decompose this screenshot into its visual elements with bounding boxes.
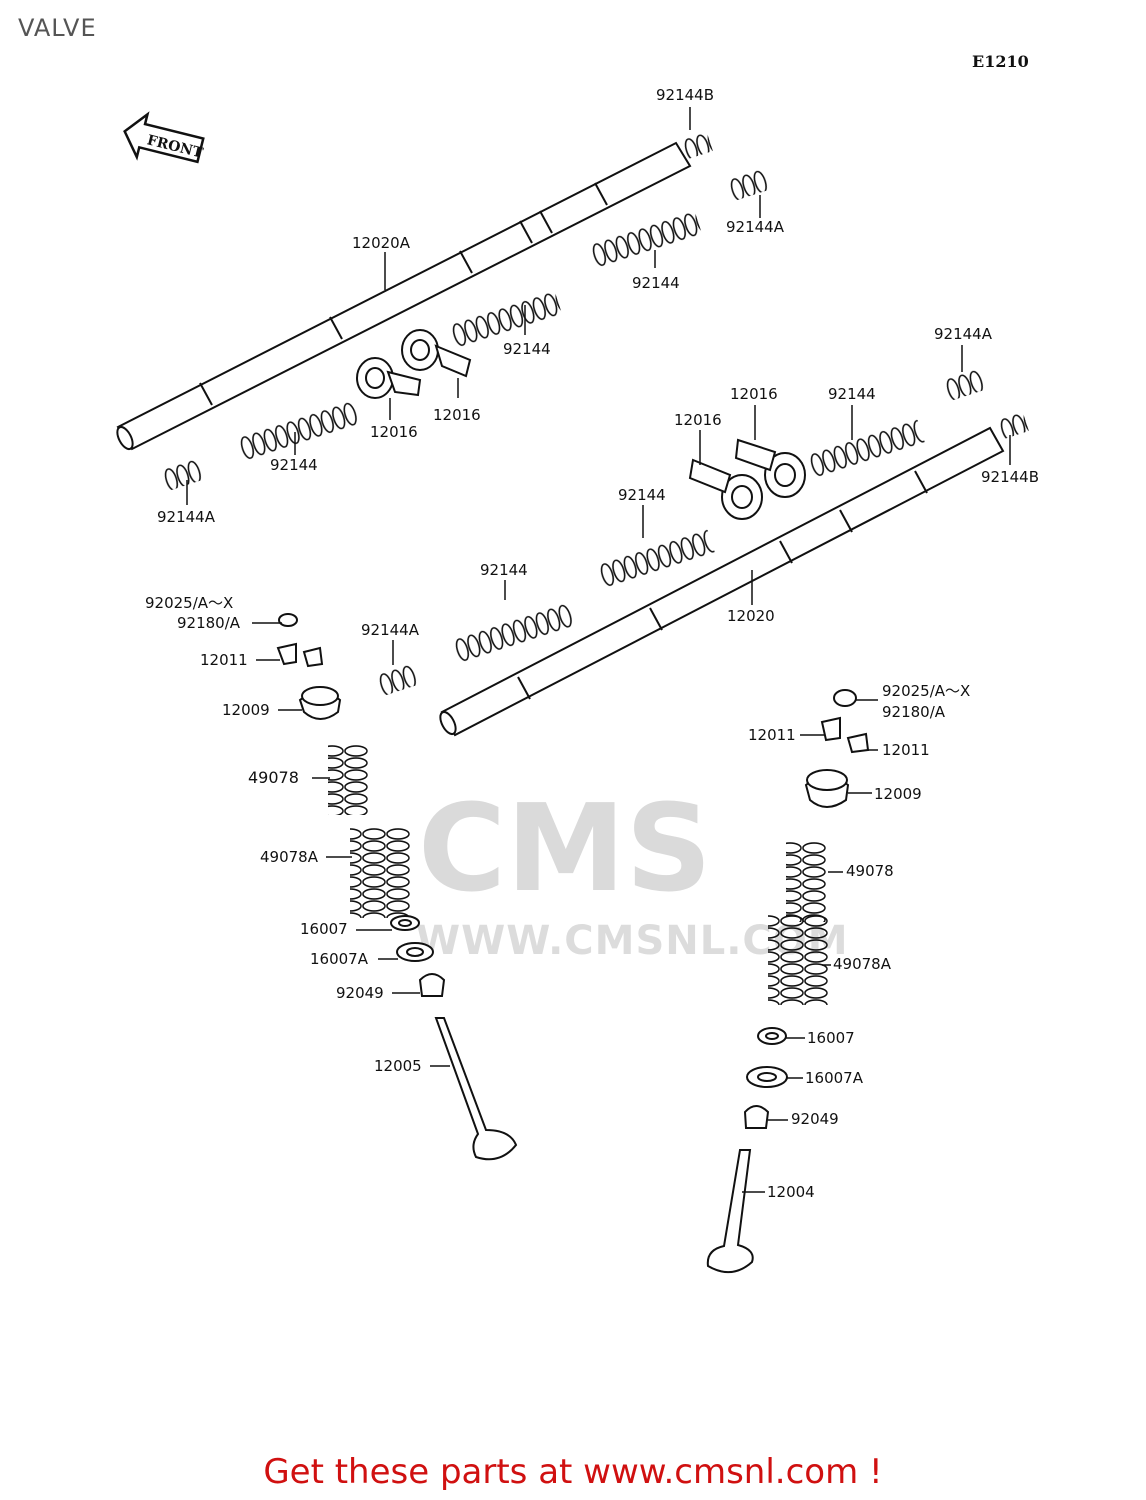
part-label: 12011 <box>748 726 796 744</box>
valve-assembly-left <box>276 613 518 1161</box>
part-label: 12016 <box>433 406 481 424</box>
part-label: 92144A <box>157 508 215 526</box>
part-label: 16007 <box>300 920 348 938</box>
part-label: 92144 <box>270 456 318 474</box>
rocker-shaft-12020 <box>439 426 1005 737</box>
part-label: 92144B <box>981 468 1040 486</box>
shaft-spring <box>238 211 925 663</box>
part-label: 92180/A <box>177 614 241 632</box>
part-label: 12016 <box>674 411 722 429</box>
part-label: 49078 <box>846 862 894 880</box>
promo-link[interactable]: Get these parts at www.cmsnl.com ! <box>263 1452 883 1492</box>
part-label: 12016 <box>370 423 418 441</box>
part-label: 92049 <box>791 1110 839 1128</box>
part-label: 92144 <box>632 274 680 292</box>
part-label: 49078 <box>248 768 299 787</box>
part-label: 12020 <box>727 607 775 625</box>
part-label: 92049 <box>336 984 384 1002</box>
page-title: VALVE <box>18 14 97 42</box>
front-arrow-icon: FRONT <box>123 111 205 164</box>
leader-lines <box>186 107 1011 1193</box>
part-label: 12004 <box>767 1183 815 1201</box>
part-label: 92144 <box>480 561 528 579</box>
part-label: 92144 <box>618 486 666 504</box>
part-label: 49078A <box>260 848 318 866</box>
part-label: 12011 <box>200 651 248 669</box>
part-label: 16007 <box>807 1029 855 1047</box>
part-label: 16007A <box>310 950 368 968</box>
part-label: 92144A <box>726 218 784 236</box>
part-label: 92144 <box>503 340 551 358</box>
part-label: 12020A <box>352 234 410 252</box>
diagram-code: E1210 <box>972 52 1029 71</box>
short-spring <box>162 131 1029 696</box>
watermark-brand: CMS <box>418 780 712 919</box>
part-label: 92025/A～X <box>882 682 971 700</box>
part-label: 92144B <box>656 86 715 104</box>
rocker-arm <box>356 329 806 520</box>
part-label: 12009 <box>874 785 922 803</box>
part-label: 12009 <box>222 701 270 719</box>
part-label: 12005 <box>374 1057 422 1075</box>
part-label: 92144A <box>361 621 419 639</box>
part-label: 12011 <box>882 741 930 759</box>
part-label: 12016 <box>730 385 778 403</box>
part-label: 49078A <box>833 955 891 973</box>
part-label: 92144 <box>828 385 876 403</box>
valve-assembly-right <box>706 689 870 1273</box>
part-label: 92025/A～X <box>145 594 234 612</box>
rocker-shaft-12020a <box>116 141 692 451</box>
part-label: 92180/A <box>882 703 946 721</box>
part-label: 16007A <box>805 1069 863 1087</box>
part-label: 92144A <box>934 325 992 343</box>
